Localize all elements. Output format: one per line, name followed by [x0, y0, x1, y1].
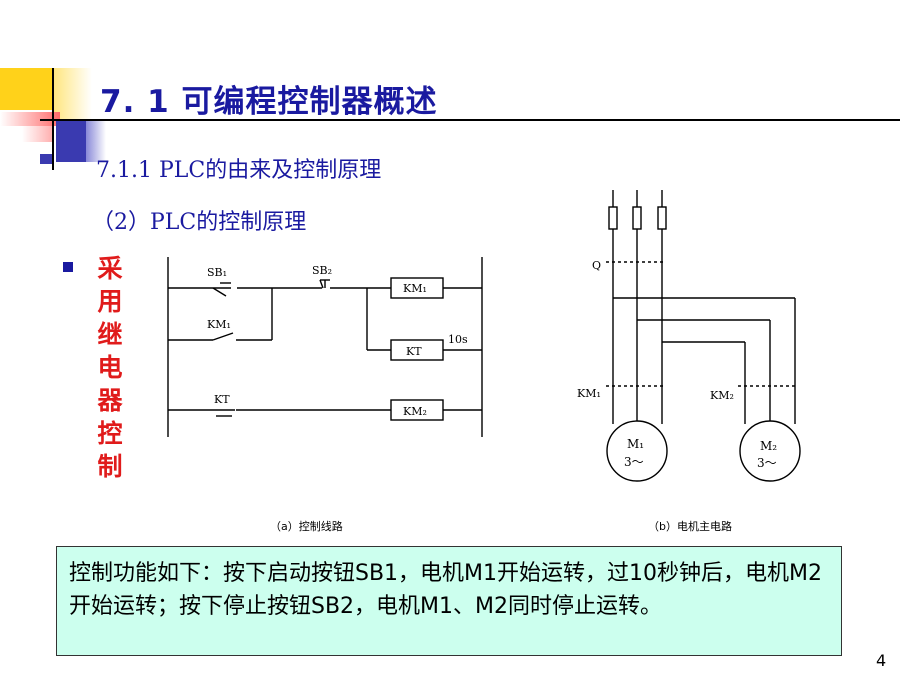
km1-main-label: KM₁: [577, 387, 601, 400]
vertical-label: 采 用 继 电 器 控 制: [95, 252, 125, 483]
km2-coil-label: KM₂: [403, 405, 427, 418]
caption-main-circuit: （b）电机主电路: [648, 519, 732, 533]
subsection-heading: （2）PLC的控制原理: [92, 210, 307, 235]
circuit-diagrams: SB₁ SB₂ KM₁ KT KM₁ KT KM₂ 10s （a）控制线路 Q …: [167, 190, 801, 533]
description-box: 控制功能如下：按下启动按钮SB1，电机M1开始运转，过10秒钟后，电机M2开始运…: [56, 546, 842, 656]
decor-blue-fade: [86, 120, 106, 162]
timer-label: 10s: [448, 333, 468, 346]
motor2-phase: 3～: [757, 456, 777, 470]
vertical-char: 控: [97, 419, 123, 448]
motor1-phase: 3～: [624, 455, 644, 469]
q-label: Q: [592, 259, 601, 272]
decor-blue-square: [40, 154, 52, 164]
km2-main-label: KM₂: [710, 389, 734, 402]
slide-title: 7. 1 可编程控制器概述: [100, 84, 438, 120]
main-circuit-diagram: [606, 190, 801, 482]
km1-coil-label: KM₁: [403, 282, 427, 295]
page-number: 4: [876, 651, 887, 670]
decor-red-streak2: [22, 126, 52, 142]
vertical-char: 采: [97, 254, 123, 283]
caption-control-circuit: （a）控制线路: [270, 519, 343, 533]
vertical-char: 用: [97, 287, 123, 316]
sb1-label: SB₁: [207, 266, 227, 279]
sb2-label: SB₂: [312, 264, 332, 277]
vertical-char: 制: [97, 452, 123, 481]
vertical-char: 电: [97, 353, 123, 382]
decor-blue-block: [56, 120, 86, 162]
title-underline: [40, 119, 900, 121]
decor-red-streak: [0, 112, 60, 126]
motor1-label: M₁: [627, 437, 644, 451]
control-circuit-diagram: [167, 257, 483, 437]
bullet-square-icon: [63, 262, 73, 272]
vertical-char: 继: [97, 320, 123, 349]
kt-contact-label: KT: [214, 393, 230, 406]
km1-contact-label: KM₁: [207, 318, 231, 331]
motor2-label: M₂: [760, 439, 777, 453]
decor-yellow-block: [0, 68, 54, 110]
vertical-char: 器: [97, 386, 123, 415]
decor-yellow-glow: [54, 68, 92, 120]
kt-coil-label: KT: [406, 345, 422, 358]
section-heading: 7.1.1 PLC的由来及控制原理: [96, 158, 382, 183]
